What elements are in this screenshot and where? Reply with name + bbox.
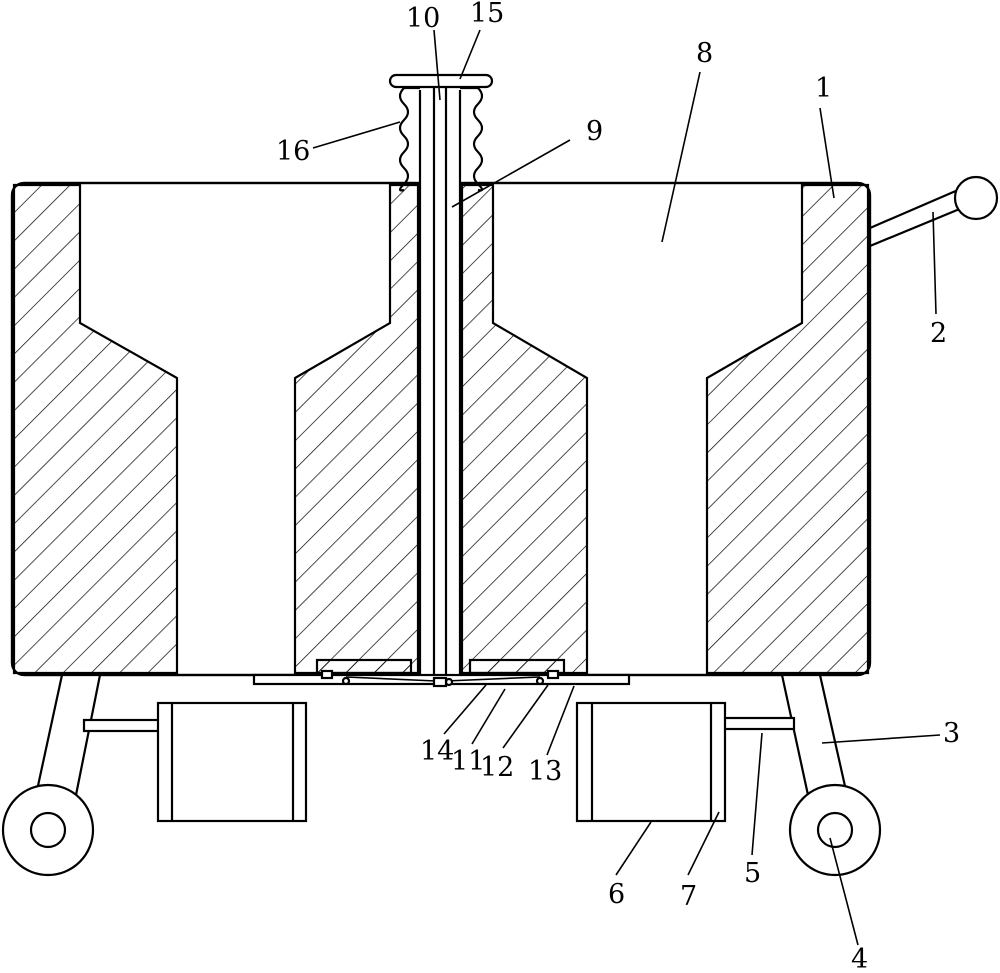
label-13: 13 [528,756,562,787]
left-leg [1,673,102,877]
center-block-left [293,183,420,675]
bellows-left [398,87,410,192]
right-motor-body [575,701,727,823]
label-5: 5 [744,858,761,889]
label-15: 15 [470,0,504,29]
left-motor [82,701,308,823]
right-wheel-hub [816,811,854,849]
label-12: 12 [480,752,514,783]
label-1: 1 [815,73,832,104]
label-3: 3 [943,718,960,749]
left-wall [12,183,179,675]
label-2: 2 [930,318,947,349]
label-6: 6 [608,879,625,910]
right-leg [780,673,882,877]
top-cap [388,73,494,89]
label-10: 10 [406,3,440,34]
bottom-plate-assembly [252,658,631,688]
right-shaft [722,716,796,731]
right-motor [575,701,796,823]
part-labels: 10 15 8 1 9 16 2 3 14 11 12 13 5 6 7 4 [276,0,960,973]
bellows-right [472,87,484,192]
label-8: 8 [696,38,713,69]
handle [869,175,999,248]
center-rod-assembly [388,73,494,684]
label-16: 16 [276,136,310,167]
right-wall [705,183,870,675]
leader-lines [312,29,941,946]
label-14: 14 [420,736,454,767]
left-pad [315,658,413,675]
label-9: 9 [586,116,603,147]
handle-knob [953,175,999,221]
label-11: 11 [451,746,485,777]
left-shaft [82,718,162,733]
label-4: 4 [851,944,868,973]
left-wheel-hub [29,811,67,849]
right-pad [468,658,566,675]
center-block-right [460,183,589,675]
label-7: 7 [680,881,697,912]
left-motor-body [156,701,308,823]
